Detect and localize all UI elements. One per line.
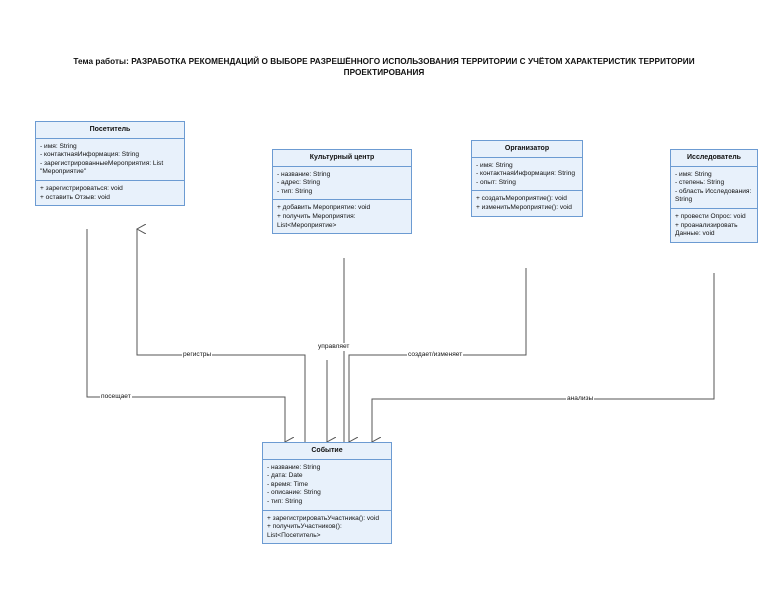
method: + изменитьМероприятие(): void <box>476 203 572 211</box>
method: + провести Опрос: void <box>675 212 746 220</box>
method: + добавить Мероприятие: void <box>277 204 371 212</box>
class-visitor-methods: + зарегистрироваться: void + оставить От… <box>36 179 184 205</box>
class-researcher-methods: + провести Опрос: void + проанализироват… <box>671 207 757 242</box>
method: + проанализировать Данные: void <box>675 221 740 238</box>
attribute: - имя: String <box>40 142 77 150</box>
class-event-methods: + зарегистрироватьУчастника(): void + по… <box>263 509 391 544</box>
method: + получитьУчастников(): List<Посетитель> <box>267 523 344 539</box>
class-researcher-name: Исследователь <box>671 150 757 167</box>
class-culture-center-attributes: - название: String - адрес: String - тип… <box>273 167 411 200</box>
class-culture-center-methods: + добавить Мероприятие: void + получить … <box>273 199 411 233</box>
diagram-title: Тема работы: РАЗРАБОТКА РЕКОМЕНДАЦИЙ О В… <box>73 57 695 77</box>
class-event-attributes: - название: String - дата: Date - время:… <box>263 460 391 510</box>
method: + оставить Отзыв: void <box>40 193 110 201</box>
attribute: - название: String <box>277 170 331 178</box>
class-visitor-name: Посетитель <box>36 122 184 139</box>
edge-analyzes <box>372 273 715 442</box>
attribute: - область Исследования: String <box>675 187 754 204</box>
method: + зарегистрироватьУчастника(): void <box>267 514 379 522</box>
attribute: - тип: String <box>267 497 303 505</box>
class-organizer-attributes: - имя: String - контактнаяИнформация: St… <box>472 158 582 191</box>
edge-visits <box>86 229 285 442</box>
label-registers: регистры <box>182 351 213 359</box>
attribute: - время: Time <box>267 480 309 488</box>
class-visitor-attributes: - имя: String - контактнаяИнформация: St… <box>36 139 184 180</box>
method: + получить Мероприятия: List<Мероприятие… <box>277 212 358 229</box>
class-organizer: Организатор - имя: String - контактнаяИн… <box>471 140 583 217</box>
attribute: - описание: String <box>267 489 321 497</box>
attribute: - контактнаяИнформация: String <box>476 170 576 178</box>
class-researcher: Исследователь - имя: String - степень: S… <box>670 149 758 243</box>
attribute: - зарегистрированныеМероприятия: List "М… <box>40 159 166 176</box>
attribute: - контактнаяИнформация: String <box>40 151 140 159</box>
attribute: - название: String <box>267 463 321 471</box>
class-visitor: Посетитель - имя: String - контактнаяИнф… <box>35 121 185 207</box>
attribute: - степень: String <box>675 179 725 187</box>
label-visits: посещает <box>100 393 132 401</box>
class-organizer-methods: + создатьМероприятие(): void + изменитьМ… <box>472 190 582 215</box>
label-creates: создает/изменяет <box>407 351 464 359</box>
class-culture-center: Культурный центр - название: String - ад… <box>272 149 412 235</box>
class-organizer-name: Организатор <box>472 141 582 158</box>
edge-registers <box>137 229 306 442</box>
class-event-name: Событие <box>263 443 391 460</box>
method: + создатьМероприятие(): void <box>476 195 567 203</box>
attribute: - имя: String <box>476 161 513 169</box>
attribute: - опыт: String <box>476 178 516 186</box>
attribute: - дата: Date <box>267 472 303 480</box>
method: + зарегистрироваться: void <box>40 184 123 192</box>
attribute: - имя: String <box>675 170 712 178</box>
class-event: Событие - название: String - дата: Date … <box>262 442 392 545</box>
label-analyzes: анализы <box>566 395 595 403</box>
label-manages: управляет <box>317 343 351 351</box>
attribute: - тип: String <box>277 187 313 195</box>
attribute: - адрес: String <box>277 179 321 187</box>
class-researcher-attributes: - имя: String - степень: String - област… <box>671 167 757 208</box>
class-culture-center-name: Культурный центр <box>273 150 411 167</box>
